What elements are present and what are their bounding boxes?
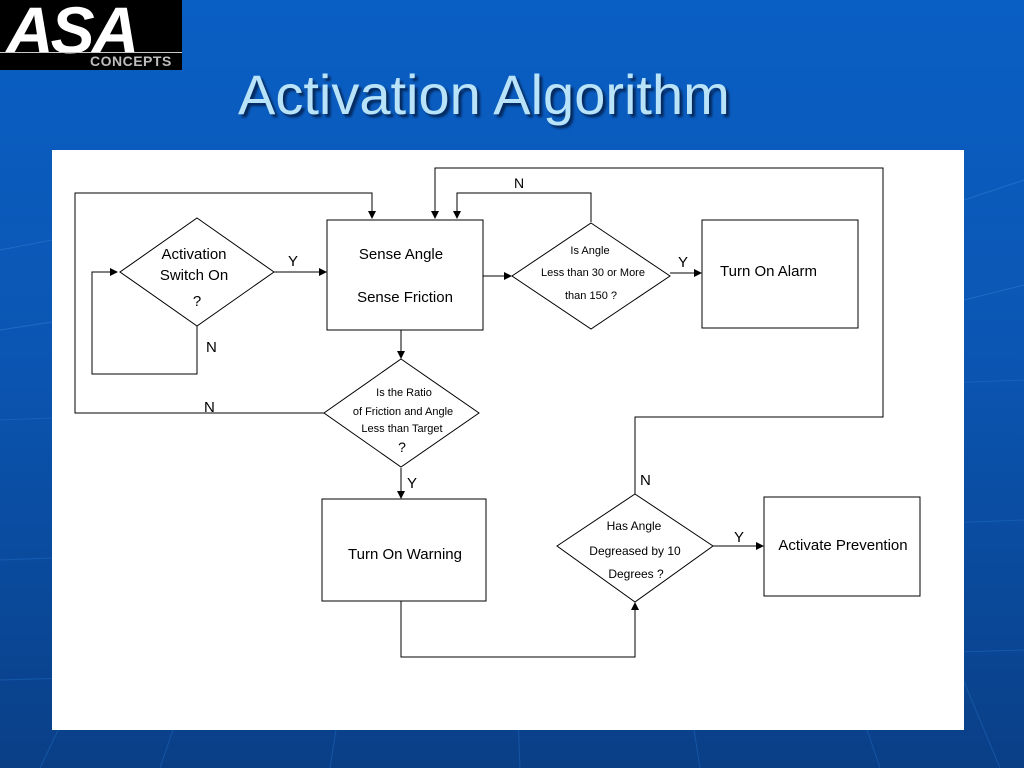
logo-main-text: ASA: [6, 0, 139, 67]
edge-angle-no-to-sense: [453, 192, 592, 222]
ratio-check-line3: Less than Target: [361, 423, 442, 435]
decrease-check-line3: Degrees ?: [608, 567, 664, 581]
logo: ASA CONCEPTS: [0, 0, 182, 70]
slide-title: Activation Algorithm: [238, 63, 730, 126]
edge-label-angle-yes: Y: [678, 254, 688, 271]
edge-decrease-no-to-sense: [431, 167, 884, 494]
decrease-check-line1: Has Angle: [607, 519, 662, 533]
logo-divider: [0, 52, 182, 53]
process-sense: [326, 219, 484, 331]
warning-label: Turn On Warning: [348, 546, 462, 563]
edge-label-angle-no: N: [514, 175, 524, 191]
activation-switch-line2: Switch On: [160, 267, 228, 284]
edge-warning-to-decrease-check: [400, 601, 639, 658]
decision-activation-switch: [119, 217, 275, 327]
edge-label-ratio-yes: Y: [407, 475, 417, 492]
ratio-check-line1: Is the Ratio: [376, 387, 432, 399]
angle-check-line2: Less than 30 or More: [541, 267, 645, 279]
edge-ratio-no-to-sense: [74, 192, 376, 414]
process-warning: [321, 498, 487, 602]
alarm-label: Turn On Alarm: [720, 263, 817, 280]
activation-switch-line3: ?: [193, 293, 201, 310]
activation-switch-line1: Activation: [161, 246, 226, 263]
decision-ratio: [323, 358, 480, 468]
edge-label-decrease-yes: Y: [734, 529, 744, 546]
process-alarm: [701, 219, 859, 329]
process-prevention: [763, 496, 921, 597]
decrease-check-line2: Degreased by 10: [589, 544, 681, 558]
edge-switch-no-loop: [91, 268, 198, 375]
decision-angle-range: [511, 222, 671, 330]
sense-line1: Sense Angle: [359, 246, 443, 263]
angle-check-line3: than 150 ?: [565, 290, 617, 302]
ratio-check-line4: ?: [398, 439, 406, 455]
edge-label-ratio-no: N: [204, 399, 215, 416]
flowchart: Activation Switch On ? Sense Angle Sense…: [74, 167, 921, 658]
prevention-label: Activate Prevention: [778, 537, 907, 554]
sense-line2: Sense Friction: [357, 289, 453, 306]
angle-check-line1: Is Angle: [570, 245, 609, 257]
decision-angle-decrease: [556, 493, 714, 603]
edge-label-decrease-no: N: [640, 472, 651, 489]
diagram-canvas: Activation Switch On ? Sense Angle Sense…: [52, 150, 964, 730]
edge-label-switch-yes: Y: [288, 253, 298, 270]
ratio-check-line2: of Friction and Angle: [353, 406, 453, 418]
edge-label-switch-no: N: [206, 339, 217, 356]
logo-sub-text: CONCEPTS: [90, 53, 172, 69]
